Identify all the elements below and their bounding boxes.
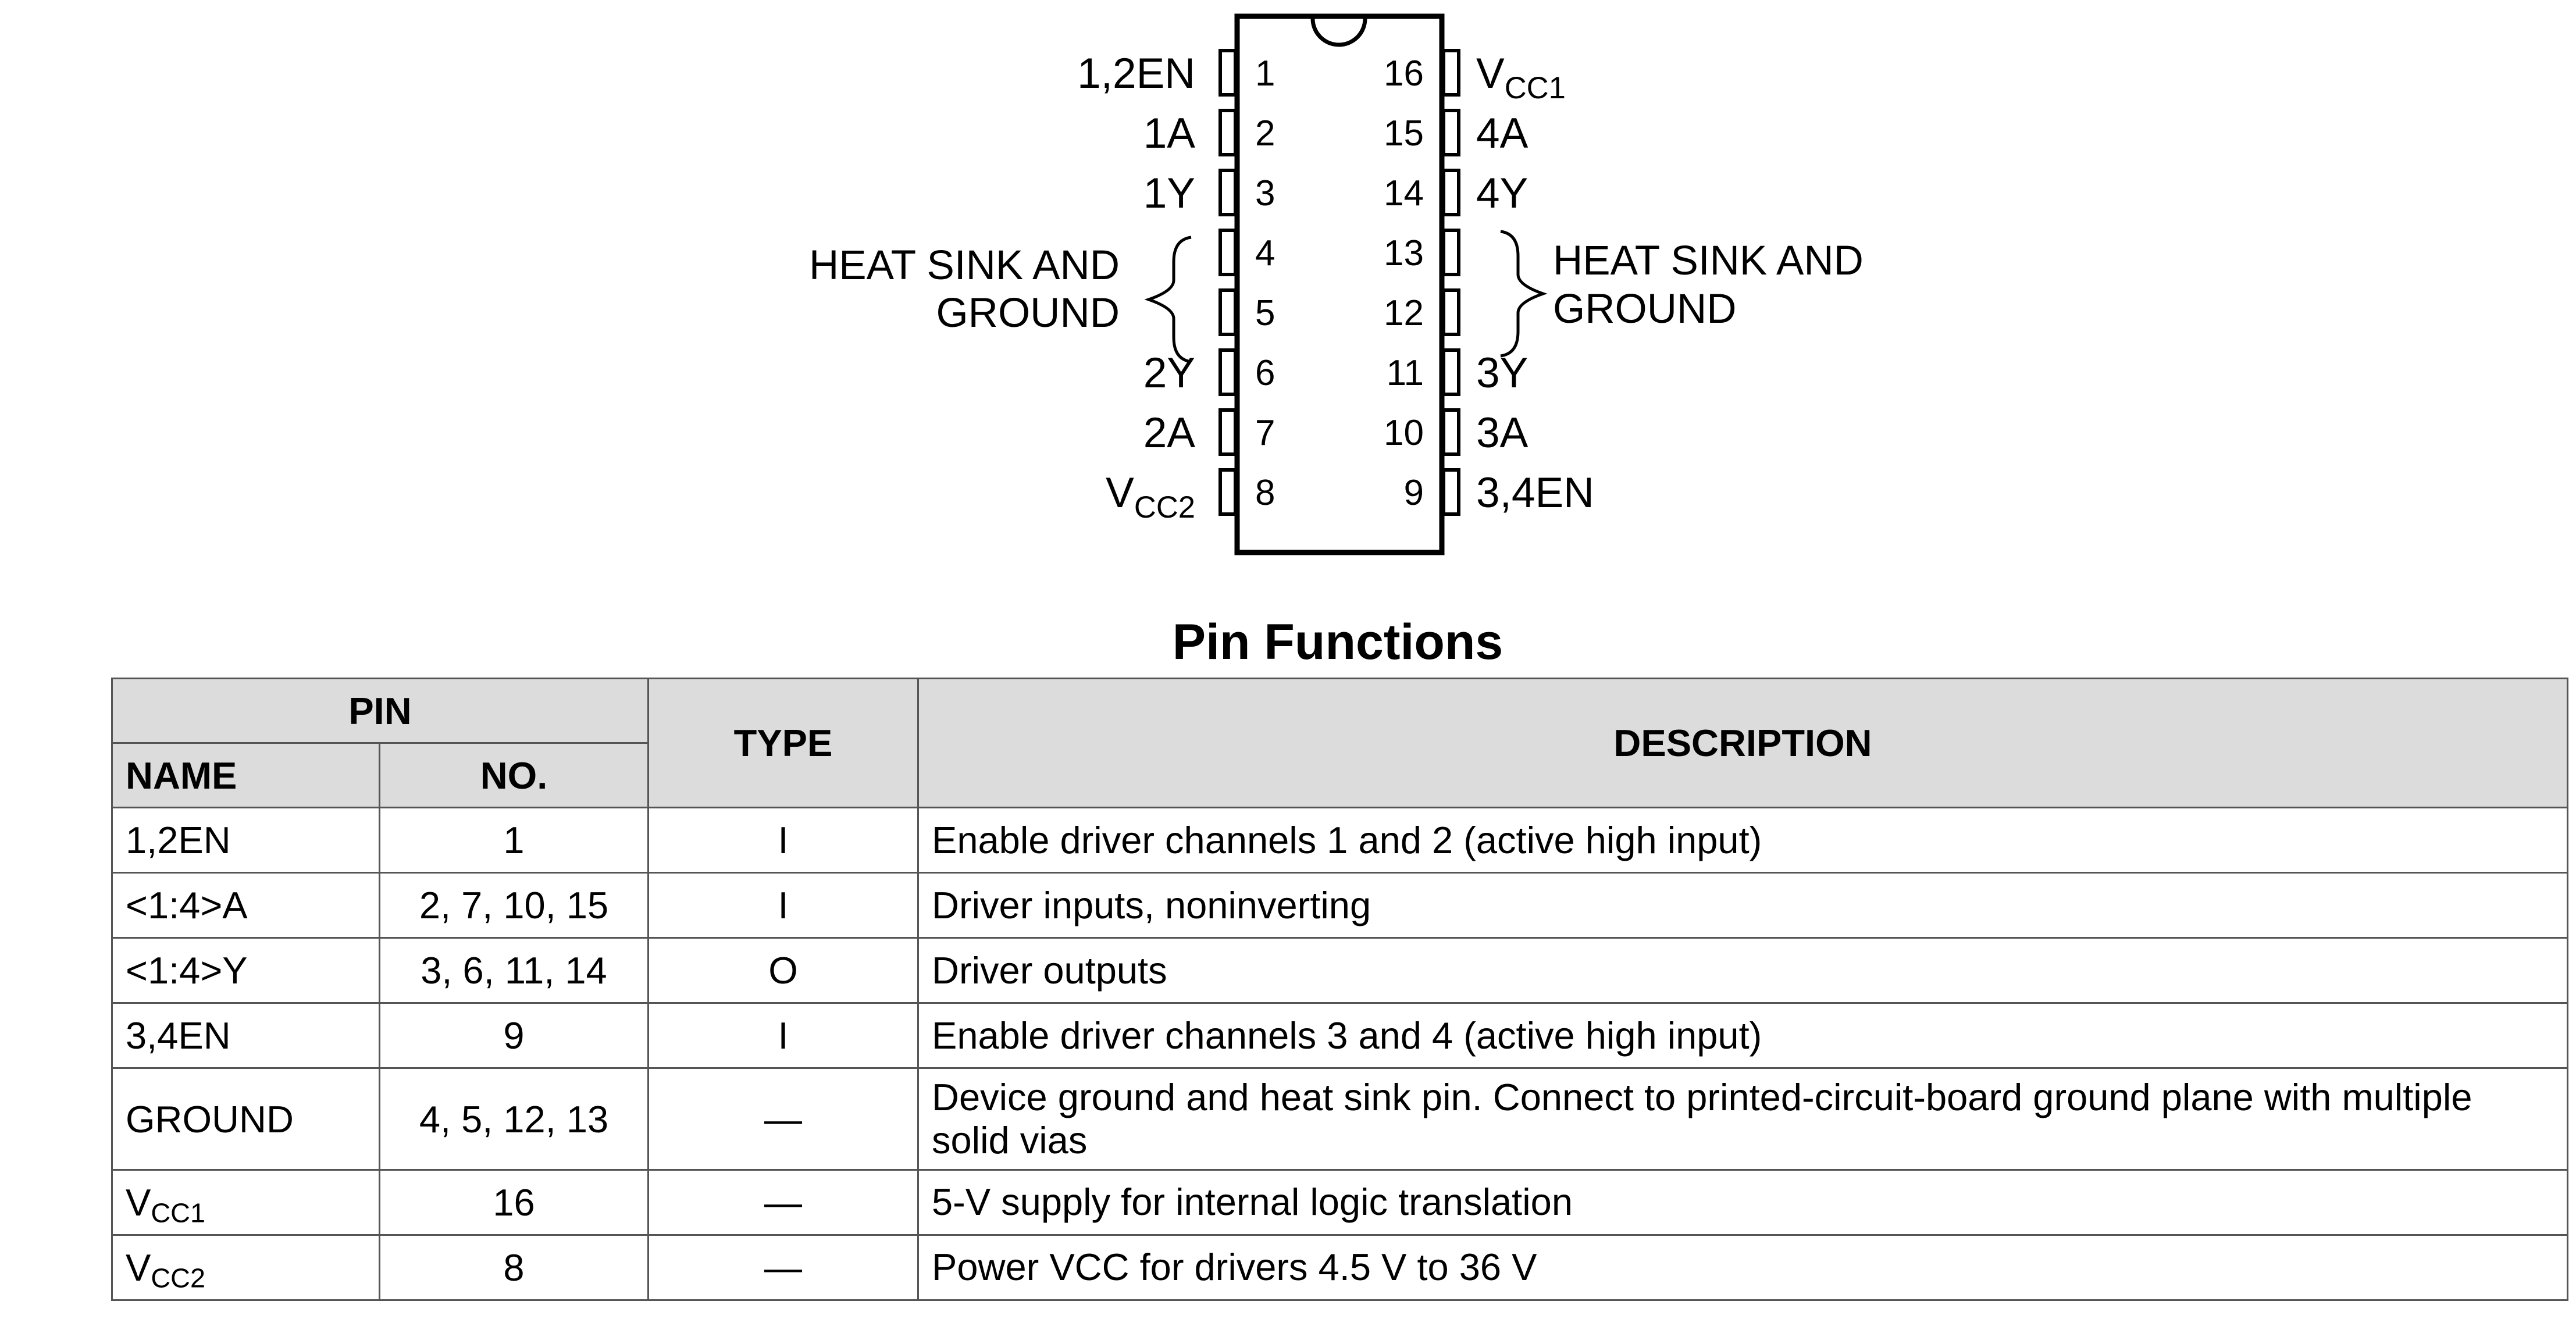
heat-sink-label-right-line2: GROUND <box>1553 286 1737 332</box>
pin-number-6: 6 <box>1255 353 1275 393</box>
pin-stub-7 <box>1218 408 1237 456</box>
pin-label-3: 1Y <box>1143 170 1195 217</box>
pinout-diagram: 1 1,2EN 2 1A 3 1Y 4 5 6 2Y 7 2A 8 VCC2 16 VCC1 15 4A 14 4Y 1… <box>809 13 1864 555</box>
pin-stub-16 <box>1442 49 1460 97</box>
pin-number-14: 14 <box>1384 173 1424 213</box>
pin-stub-9 <box>1442 468 1460 516</box>
table-row: GROUND 4, 5, 12, 13 — Device ground and … <box>111 1067 2569 1171</box>
header-no: NO. <box>378 742 650 808</box>
pin-type: — <box>647 1067 920 1171</box>
pin-number: 3, 6, 11, 14 <box>378 937 650 1004</box>
pin-type: — <box>647 1168 920 1236</box>
pin-name: VCC1 <box>111 1168 380 1236</box>
pin-label-11: 3Y <box>1476 350 1528 397</box>
pin-name-subscript: CC1 <box>151 1197 205 1228</box>
pin-number-8: 8 <box>1255 473 1275 513</box>
pin-number-5: 5 <box>1255 293 1275 333</box>
pin-description: Power VCC for drivers 4.5 V to 36 V <box>917 1234 2569 1302</box>
pin-label-14: 4Y <box>1476 170 1528 217</box>
pin-name: <1:4>Y <box>111 937 380 1004</box>
pin-type: I <box>647 1002 920 1070</box>
pin-label-15: 4A <box>1476 110 1529 157</box>
heat-sink-brace-right <box>1500 230 1548 358</box>
pin-name: VCC2 <box>111 1234 380 1302</box>
pin-label-8: VCC2 <box>1106 469 1195 525</box>
header-description: DESCRIPTION <box>917 678 2569 808</box>
pin-description: Enable driver channels 1 and 2 (active h… <box>917 806 2569 874</box>
table-row: 1,2EN 1 I Enable driver channels 1 and 2… <box>111 806 2569 874</box>
pin-name: 1,2EN <box>111 806 380 874</box>
pin-type: — <box>647 1234 920 1302</box>
pin-type: I <box>647 872 920 939</box>
pin-stub-15 <box>1442 109 1460 156</box>
pin1-notch <box>1310 18 1367 47</box>
pin-label-1: 1,2EN <box>1077 50 1195 97</box>
pin-number-4: 4 <box>1255 233 1275 273</box>
pin-number-2: 2 <box>1255 113 1275 154</box>
pin-description: 5-V supply for internal logic translatio… <box>917 1168 2569 1236</box>
table-row: 3,4EN 9 I Enable driver channels 3 and 4… <box>111 1002 2569 1070</box>
chip-body <box>1234 13 1445 555</box>
pin-name-base: V <box>126 1246 151 1289</box>
pin-label-9: 3,4EN <box>1476 469 1594 516</box>
pin-number-16: 16 <box>1384 54 1424 94</box>
table-title: Pin Functions <box>1172 614 1503 670</box>
pin-description: Driver outputs <box>917 937 2569 1004</box>
table-row: VCC1 16 — 5-V supply for internal logic … <box>111 1168 2569 1236</box>
table-row: <1:4>Y 3, 6, 11, 14 O Driver outputs <box>111 937 2569 1004</box>
header-type: TYPE <box>647 678 920 808</box>
pin-label-7: 2A <box>1143 409 1196 457</box>
pin-stub-3 <box>1218 169 1237 216</box>
pin-label-2: 1A <box>1143 110 1196 157</box>
pin-number: 16 <box>378 1168 650 1236</box>
pin-number-10: 10 <box>1384 413 1424 453</box>
pin-number: 2, 7, 10, 15 <box>378 872 650 939</box>
header-pin: PIN <box>111 678 650 744</box>
pin-name-subscript: CC2 <box>151 1263 205 1293</box>
heat-sink-label-left-line1: HEAT SINK AND <box>809 243 1120 288</box>
pin-label-6: 2Y <box>1143 350 1195 397</box>
pin-number: 4, 5, 12, 13 <box>378 1067 650 1171</box>
pin-stub-10 <box>1442 408 1460 456</box>
pin-description: Driver inputs, noninverting <box>917 872 2569 939</box>
heat-sink-brace-left <box>1144 236 1192 363</box>
pin-stub-5 <box>1218 288 1237 336</box>
pin-number-3: 3 <box>1255 173 1275 213</box>
pin-name: GROUND <box>111 1067 380 1171</box>
pin-stub-1 <box>1218 49 1237 97</box>
pin-stub-12 <box>1442 288 1460 336</box>
header-name: NAME <box>111 742 380 808</box>
table-row: VCC2 8 — Power VCC for drivers 4.5 V to … <box>111 1234 2569 1302</box>
pin-stub-4 <box>1218 229 1237 276</box>
pin-number: 8 <box>378 1234 650 1302</box>
pin-number-15: 15 <box>1384 113 1424 154</box>
pin-number-11: 11 <box>1387 353 1424 393</box>
pin-number-12: 12 <box>1384 293 1424 333</box>
pin-stub-2 <box>1218 109 1237 156</box>
pin-stub-14 <box>1442 169 1460 216</box>
pin-number-7: 7 <box>1255 413 1275 453</box>
pin-description: Device ground and heat sink pin. Connect… <box>917 1067 2569 1171</box>
pin-description: Enable driver channels 3 and 4 (active h… <box>917 1002 2569 1070</box>
pin-name: 3,4EN <box>111 1002 380 1070</box>
pin-stub-13 <box>1442 229 1460 276</box>
heat-sink-label-left-line2: GROUND <box>936 290 1120 336</box>
pin-functions-table: PIN TYPE DESCRIPTION NAME NO. 1,2EN 1 I … <box>111 678 2569 1302</box>
pin-number-1: 1 <box>1255 54 1275 94</box>
pin-stub-8 <box>1218 468 1237 516</box>
pin-stub-6 <box>1218 348 1237 396</box>
pin-number-13: 13 <box>1384 233 1424 273</box>
heat-sink-label-right-line1: HEAT SINK AND <box>1553 238 1864 284</box>
pin-number: 1 <box>378 806 650 874</box>
pin-name: <1:4>A <box>111 872 380 939</box>
pin-label-10: 3A <box>1476 409 1529 457</box>
pin-label-16: VCC1 <box>1476 50 1566 105</box>
pin-type: I <box>647 806 920 874</box>
pin-number: 9 <box>378 1002 650 1070</box>
pin-stub-11 <box>1442 348 1460 396</box>
pin-name-base: V <box>126 1181 151 1224</box>
pin-type: O <box>647 937 920 1004</box>
pin-number-9: 9 <box>1404 473 1424 513</box>
table-row: <1:4>A 2, 7, 10, 15 I Driver inputs, non… <box>111 872 2569 939</box>
